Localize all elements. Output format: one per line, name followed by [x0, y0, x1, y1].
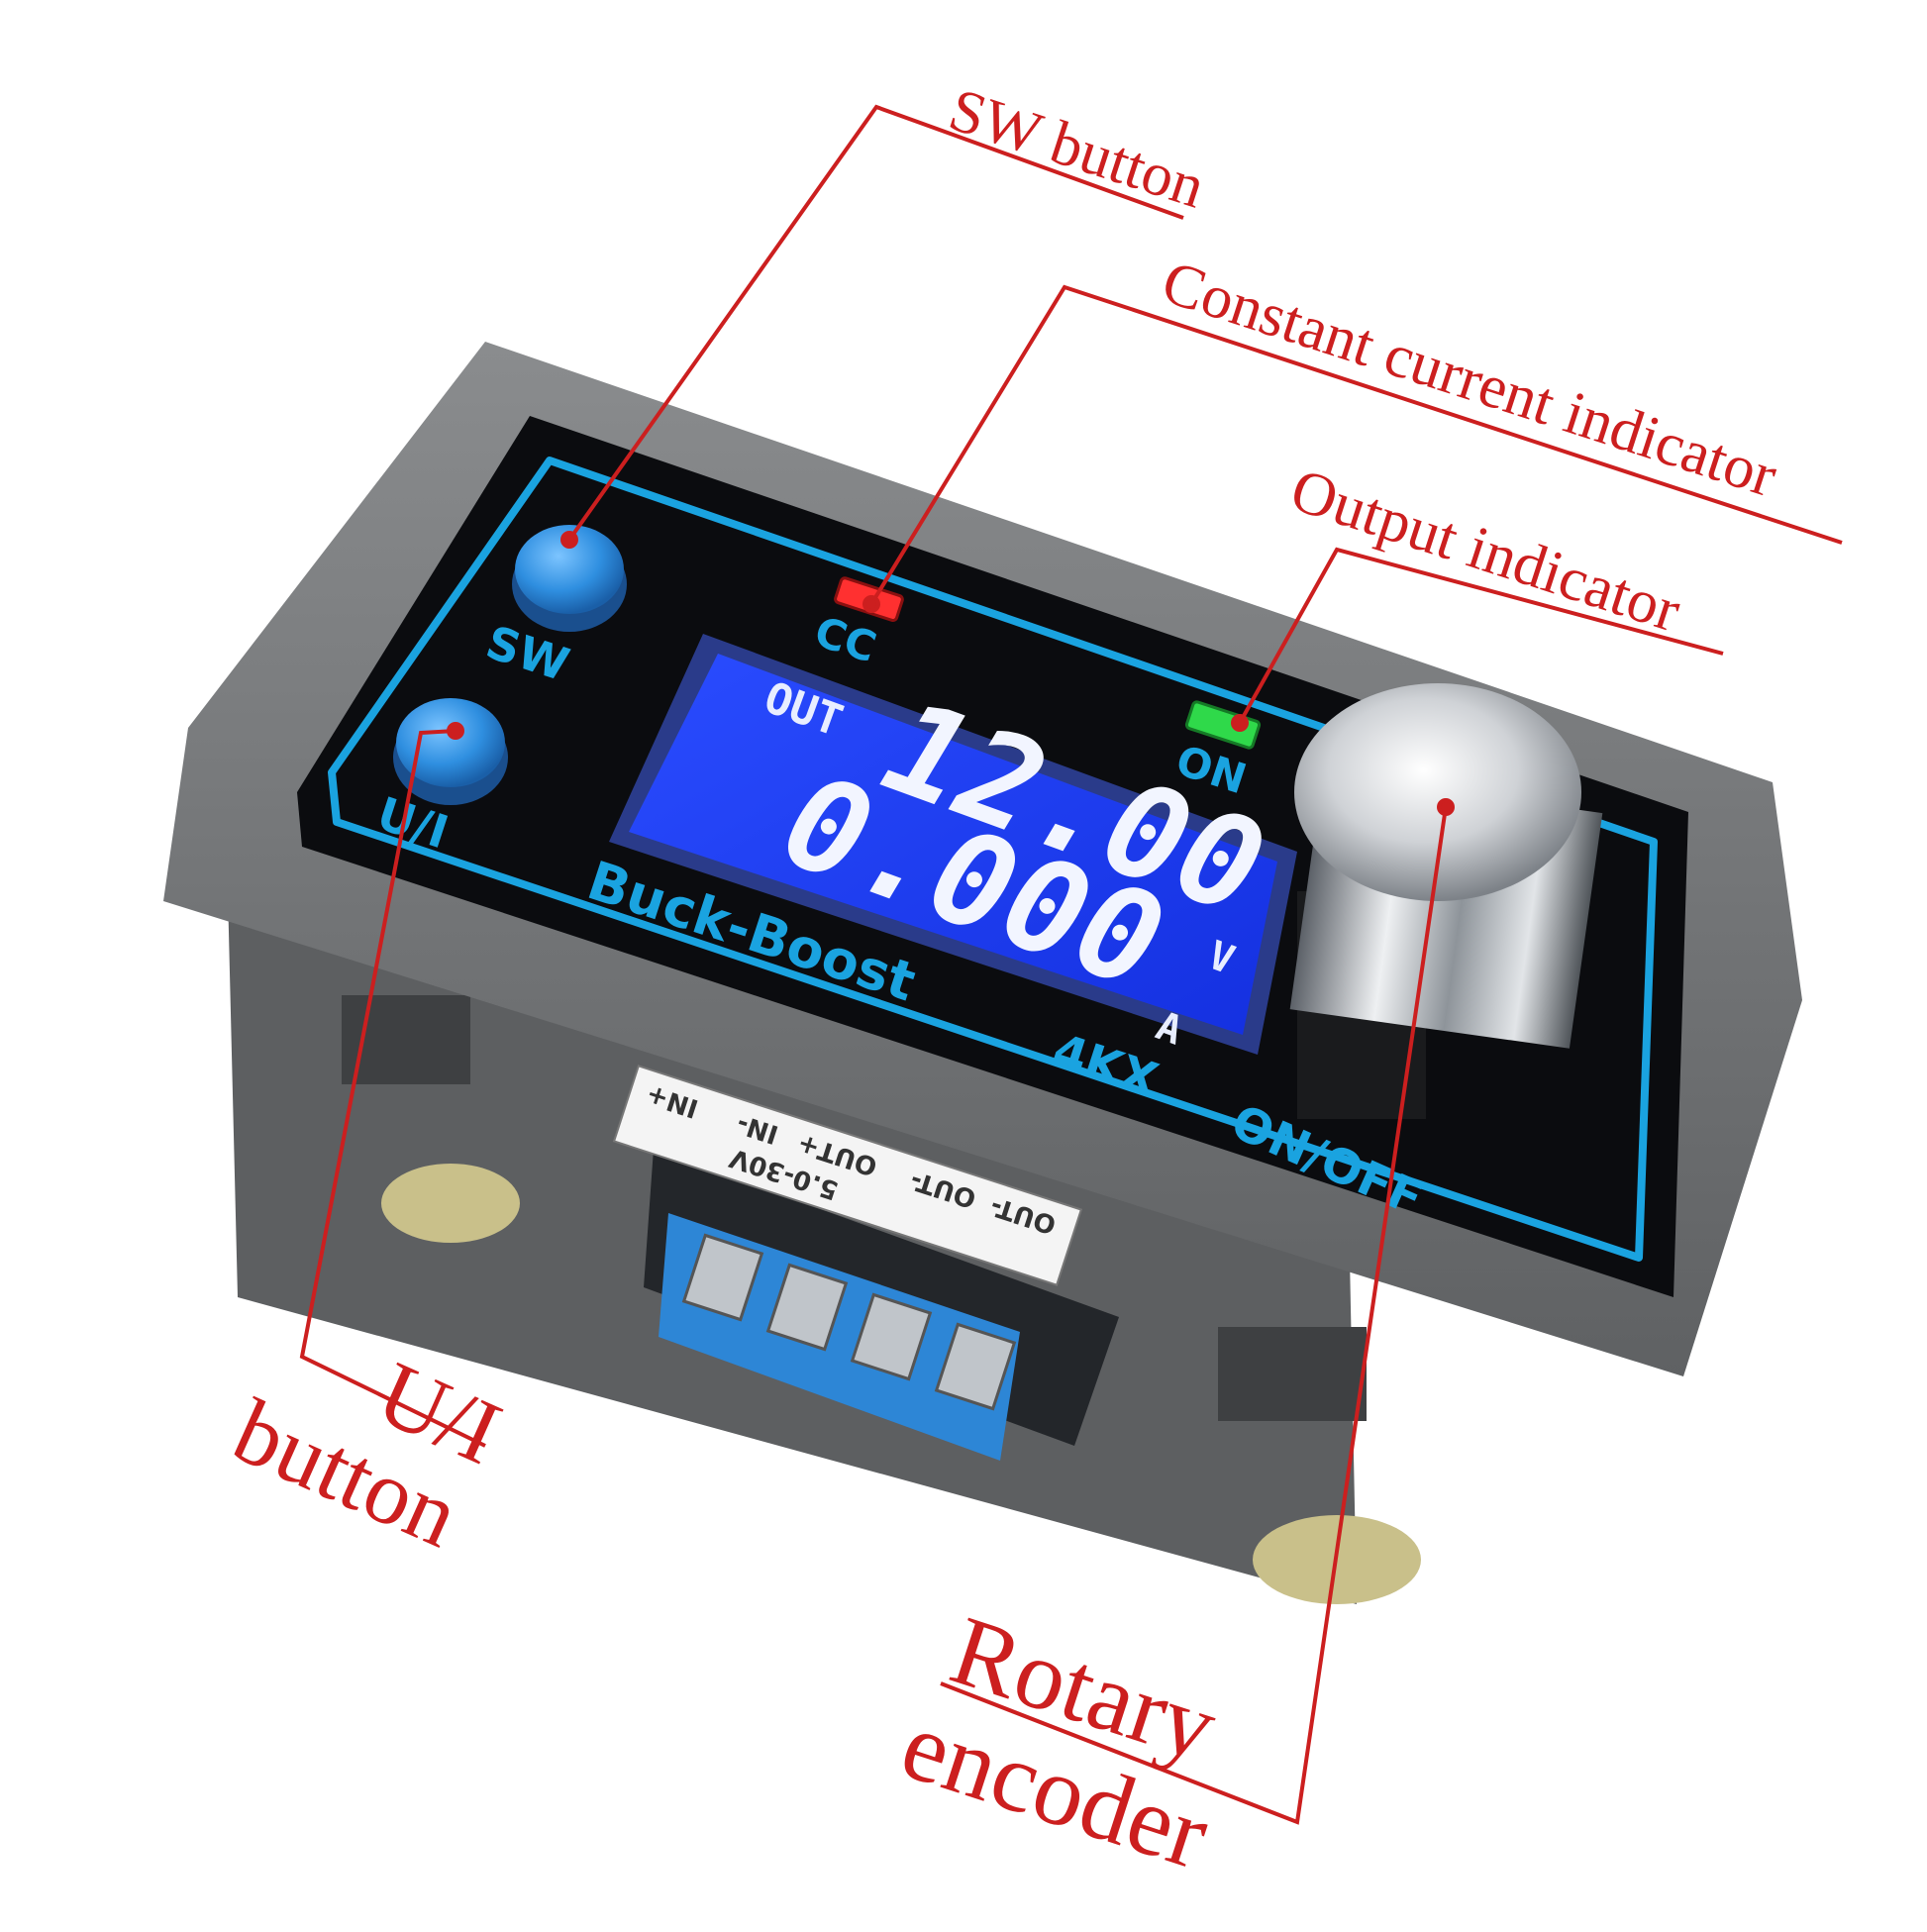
callout-lines [299, 104, 1843, 1825]
terminal-screw[interactable] [765, 1263, 849, 1352]
knob-top [1294, 683, 1581, 901]
side-clip [1218, 1327, 1367, 1421]
sw-button[interactable] [515, 525, 624, 614]
ui-button[interactable] [396, 698, 505, 787]
callout-line-ui [299, 729, 486, 1448]
mounting-screw [381, 1164, 520, 1243]
callout-line-sw [567, 104, 1184, 542]
rotary-encoder[interactable] [1289, 683, 1603, 1119]
callout-line-rotary [940, 806, 1448, 1825]
lcd-screen [629, 654, 1277, 1035]
terminal-screw[interactable] [934, 1322, 1017, 1411]
callout-line-on [1238, 547, 1724, 724]
on-led [1184, 700, 1262, 750]
callout-line-cc [869, 284, 1843, 606]
terminal-screw[interactable] [681, 1233, 764, 1322]
terminal-label-strip [612, 1065, 1083, 1286]
terminal-screw[interactable] [850, 1292, 933, 1381]
callout-constant-current-indicator: Constant current indicator [1155, 249, 1785, 511]
callout-sw-button: SW button [942, 76, 1213, 222]
terminal-block: 5.0-30V IN+ IN- OUT+ OUT- OUT- [612, 1065, 1119, 1461]
